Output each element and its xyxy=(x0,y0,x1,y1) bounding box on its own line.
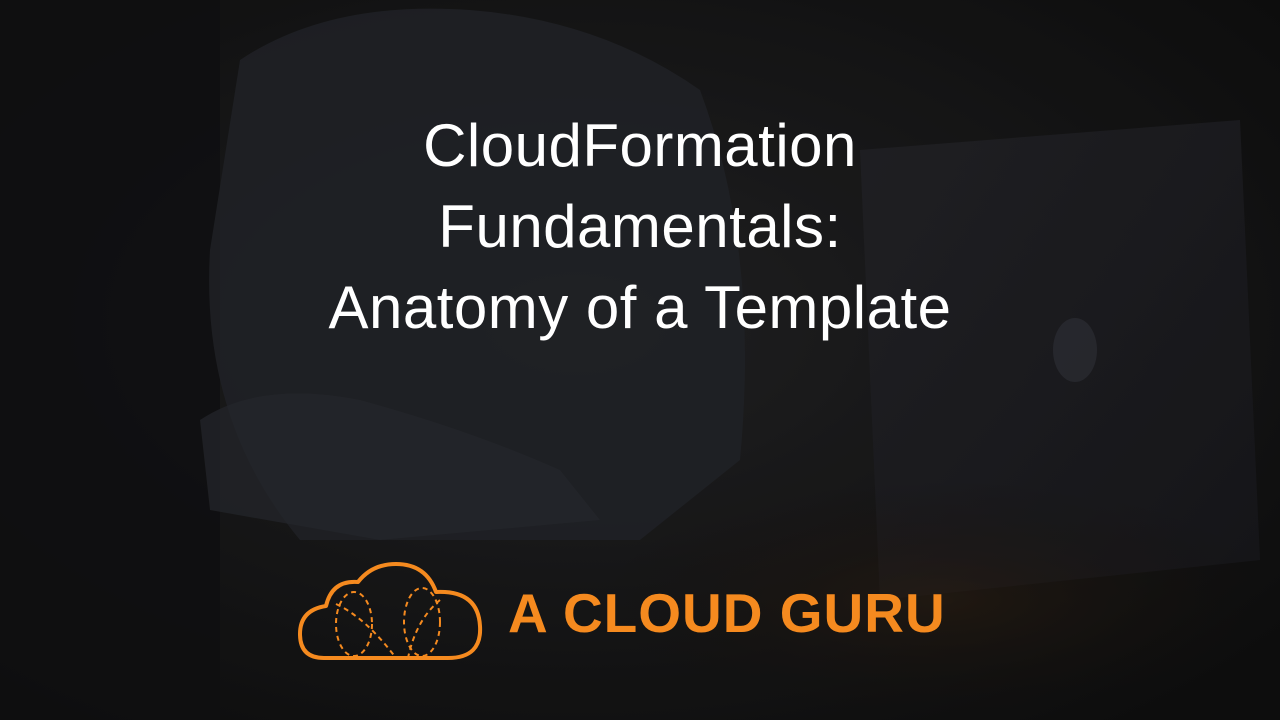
title-line-1: CloudFormation xyxy=(423,112,857,179)
brand-logo: A CLOUD GURU xyxy=(296,560,996,666)
title-line-3: Anatomy of a Template xyxy=(328,274,952,341)
slide-title: CloudFormation Fundamentals: Anatomy of … xyxy=(0,105,1280,348)
title-line-2: Fundamentals: xyxy=(438,193,842,260)
brand-logo-text: A CLOUD GURU xyxy=(508,582,946,644)
cloud-icon xyxy=(298,562,483,660)
